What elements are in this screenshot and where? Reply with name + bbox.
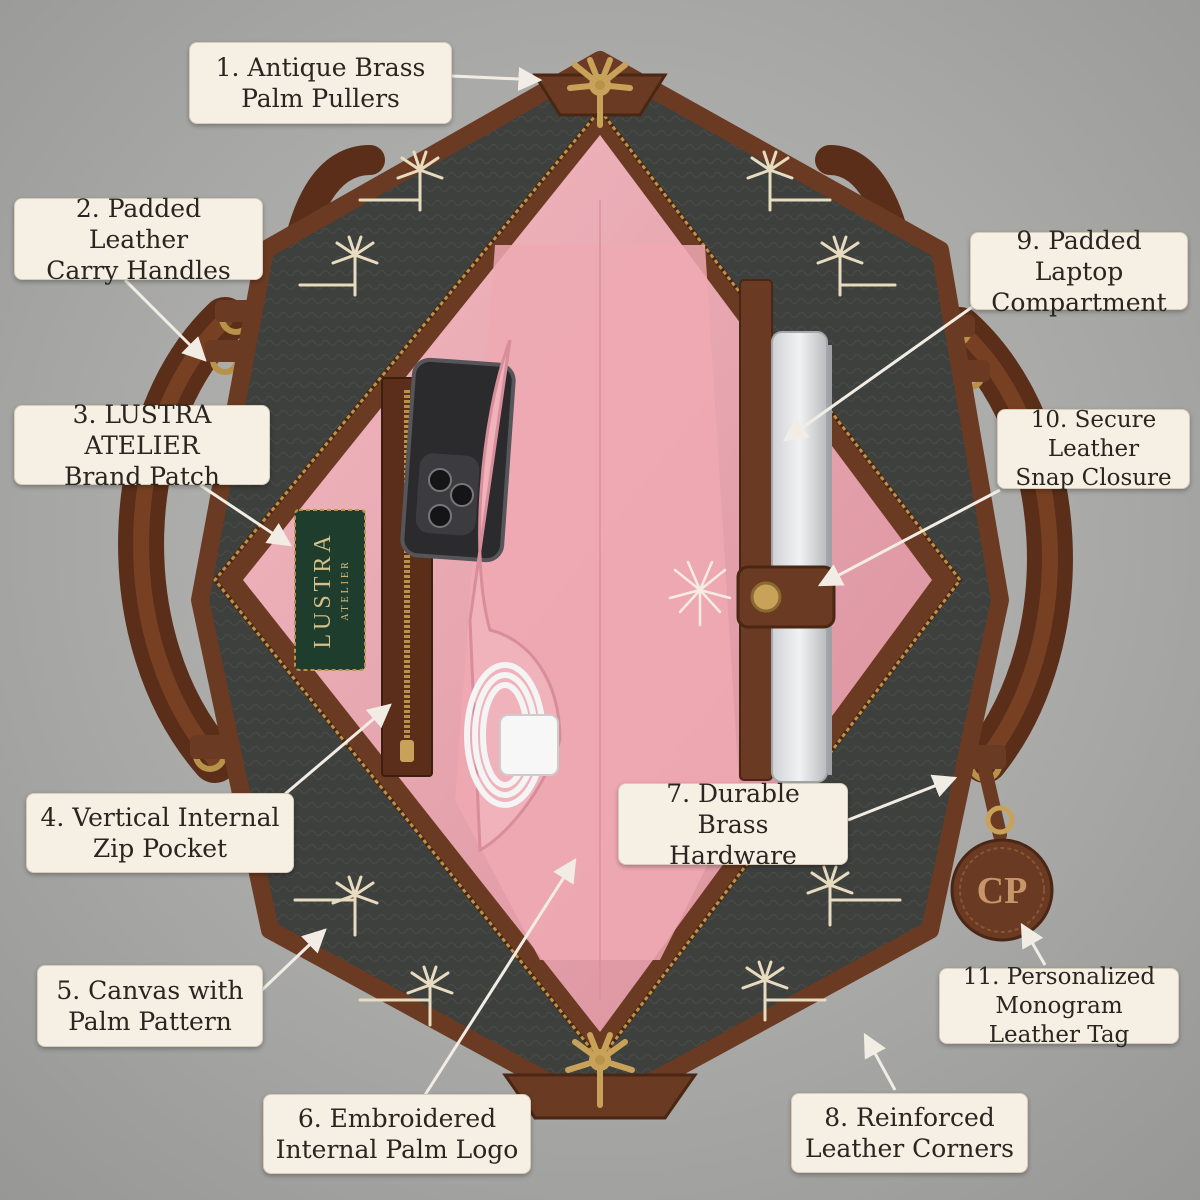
- palm-pattern: [293, 150, 902, 1027]
- snap-closure-strap: [736, 565, 836, 629]
- arrow-8: [863, 1032, 897, 1091]
- callout-antique-brass-palm-pullers: 1. Antique Brass Palm Pullers: [189, 42, 452, 124]
- brand-patch: [294, 509, 366, 671]
- callout-vertical-zip-pocket: 4. Vertical Internal Zip Pocket: [26, 793, 294, 873]
- brass-snap: [750, 581, 782, 613]
- arrow-10: [817, 488, 1001, 587]
- laptop-strap-frame: [739, 279, 773, 781]
- callout-padded-leather-carry-handles: 2. Padded Leather Carry Handles: [14, 194, 263, 285]
- monogram-tag: [950, 838, 1054, 942]
- leader-arrows: [123, 67, 1047, 1096]
- arrow-1: [451, 67, 543, 92]
- left-handle-highlight: [133, 312, 233, 768]
- callout-durable-brass-hardware: 7. Durable Brass Hardware: [618, 779, 848, 870]
- palm-puller-top: [567, 57, 633, 128]
- arrow-2: [123, 278, 207, 362]
- callout-padded-laptop-compartment: 9. Padded Laptop Compartment: [970, 226, 1188, 317]
- right-handle-highlight: [952, 322, 1058, 768]
- callout-canvas-palm-pattern: 5. Canvas with Palm Pattern: [37, 965, 263, 1047]
- palm-puller-bottom: [565, 1032, 635, 1108]
- laptop: [771, 331, 828, 783]
- callout-embroidered-palm-logo: 6. Embroidered Internal Palm Logo: [263, 1094, 531, 1174]
- arrow-11: [1020, 922, 1047, 966]
- arrow-3: [199, 483, 292, 547]
- callout-brand-patch: 3. LUSTRA ATELIER Brand Patch: [14, 400, 270, 491]
- arrow-6: [423, 857, 577, 1096]
- callout-secure-leather-snap-closure: 10. Secure Leather Snap Closure: [997, 407, 1190, 491]
- arrow-9: [783, 303, 976, 442]
- arrow-7: [847, 774, 958, 822]
- interior-palm-logo: [668, 560, 732, 627]
- monogram-text: CP: [977, 870, 1028, 912]
- callout-personalized-monogram-tag: 11. Personalized Monogram Leather Tag: [939, 964, 1179, 1048]
- brand-patch-line2: ATELIER: [340, 559, 351, 621]
- brand-patch-line1: LUSTRA: [310, 531, 336, 648]
- arrow-4: [277, 703, 392, 802]
- arrow-5: [260, 928, 327, 992]
- callout-reinforced-leather-corners: 8. Reinforced Leather Corners: [791, 1093, 1028, 1173]
